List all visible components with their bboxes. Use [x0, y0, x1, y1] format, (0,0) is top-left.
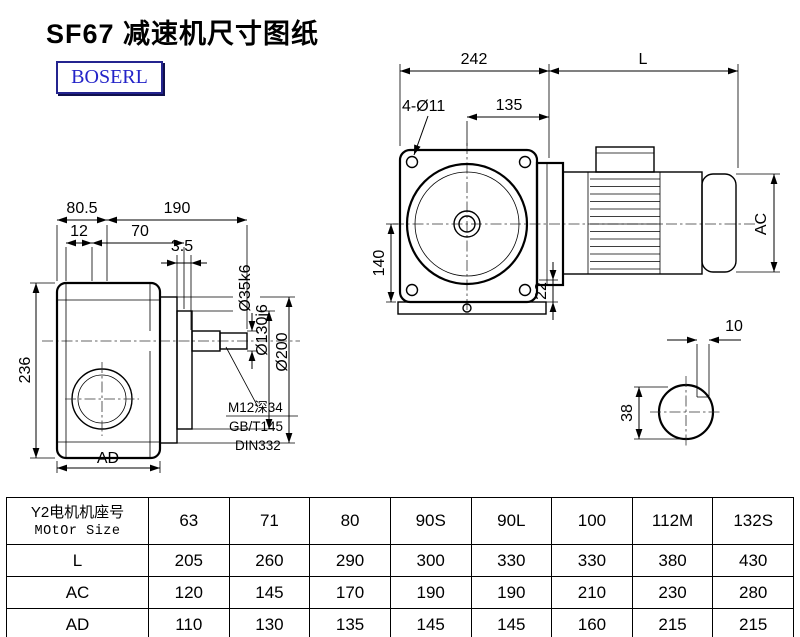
- table-cell: 135: [309, 608, 391, 637]
- table-cell: 210: [551, 576, 633, 609]
- table-cell: 230: [631, 576, 714, 609]
- table-row-l: L 205 260 290 300 330 330 380 430: [6, 544, 794, 577]
- header-motor-size-cell: Y2电机机座号 MOtOr Size: [6, 497, 149, 545]
- dim-dia35: Ø35k6: [237, 264, 254, 311]
- table-cell: 145: [389, 608, 472, 637]
- note-gb-t145: GB/T145: [229, 419, 283, 434]
- page-title: SF67 减速机尺寸图纸: [46, 19, 320, 49]
- table-col-header: 71: [228, 497, 311, 545]
- table-cell: 160: [551, 608, 633, 637]
- table-col-header: 80: [309, 497, 391, 545]
- row-label: AD: [6, 608, 149, 637]
- table-cell: 430: [712, 544, 794, 577]
- shaft-end-view: 10 38: [619, 318, 743, 448]
- table-cell: 170: [309, 576, 391, 609]
- dim-4xd11: 4-Ø11: [402, 98, 445, 115]
- header-motor-size-en: MOtOr Size: [34, 523, 121, 539]
- dim-38: 38: [619, 404, 636, 422]
- table-cell: 380: [631, 544, 714, 577]
- dim-140: 140: [371, 250, 388, 277]
- table-cell: 215: [712, 608, 794, 637]
- table-cell: 130: [228, 608, 311, 637]
- dim-22: 22: [533, 282, 550, 300]
- table-row-ad: AD 110 130 135 145 145 160 215 215: [6, 608, 794, 637]
- header-motor-size-cn: Y2电机机座号: [30, 504, 125, 522]
- table-cell: 110: [148, 608, 230, 637]
- table-col-header: 63: [148, 497, 230, 545]
- table-cell: 145: [470, 608, 553, 637]
- front-view: 242 L 135 4-Ø11 140 22 AC: [371, 51, 780, 320]
- dim-236: 236: [17, 357, 34, 384]
- table-cell: 330: [470, 544, 553, 577]
- table-col-header: 112M: [631, 497, 714, 545]
- boserl-logo-text: BOSERL: [71, 66, 148, 88]
- dim-80-5: 80.5: [66, 200, 97, 217]
- side-view: 236 80.5 190 12 70 3.5 AD: [17, 200, 300, 473]
- note-din332: DIN332: [235, 438, 281, 453]
- table-cell: 205: [148, 544, 230, 577]
- table-cell: 215: [631, 608, 714, 637]
- motor-dimension-table: Y2电机机座号 MOtOr Size 63 71 80 90S 90L 100 …: [6, 497, 794, 637]
- table-cell: 280: [712, 576, 794, 609]
- table-col-header: 90S: [389, 497, 472, 545]
- table-col-header: 132S: [712, 497, 794, 545]
- dim-135: 135: [496, 97, 523, 114]
- table-col-header: 90L: [470, 497, 553, 545]
- table-cell: 190: [470, 576, 553, 609]
- note-m12-tap: M12深34: [228, 400, 283, 415]
- table-cell: 330: [551, 544, 633, 577]
- table-cell: 145: [228, 576, 311, 609]
- table-col-header: 100: [551, 497, 633, 545]
- table-cell: 300: [389, 544, 472, 577]
- table-cell: 290: [309, 544, 391, 577]
- table-cell: 120: [148, 576, 230, 609]
- dim-key-width-10: 10: [725, 318, 743, 335]
- dim-12: 12: [70, 223, 88, 240]
- dim-ac: AC: [753, 213, 770, 235]
- row-label: L: [6, 544, 149, 577]
- dim-3-5: 3.5: [171, 238, 193, 255]
- table-cell: 190: [389, 576, 472, 609]
- dim-ad: AD: [97, 450, 119, 467]
- dim-70: 70: [131, 223, 149, 240]
- dim-190: 190: [164, 200, 191, 217]
- dim-dia200: Ø200: [274, 332, 291, 371]
- table-cell: 260: [228, 544, 311, 577]
- dim-l: L: [639, 51, 648, 68]
- technical-drawing: 236 80.5 190 12 70 3.5 AD: [17, 51, 780, 473]
- row-label: AC: [6, 576, 149, 609]
- table-row-ac: AC 120 145 170 190 190 210 230 280: [6, 576, 794, 609]
- table-header-row: Y2电机机座号 MOtOr Size 63 71 80 90S 90L 100 …: [6, 497, 794, 545]
- dim-242: 242: [461, 51, 488, 68]
- dim-dia130: Ø130j6: [254, 304, 271, 356]
- boserl-logo: BOSERL: [56, 61, 163, 94]
